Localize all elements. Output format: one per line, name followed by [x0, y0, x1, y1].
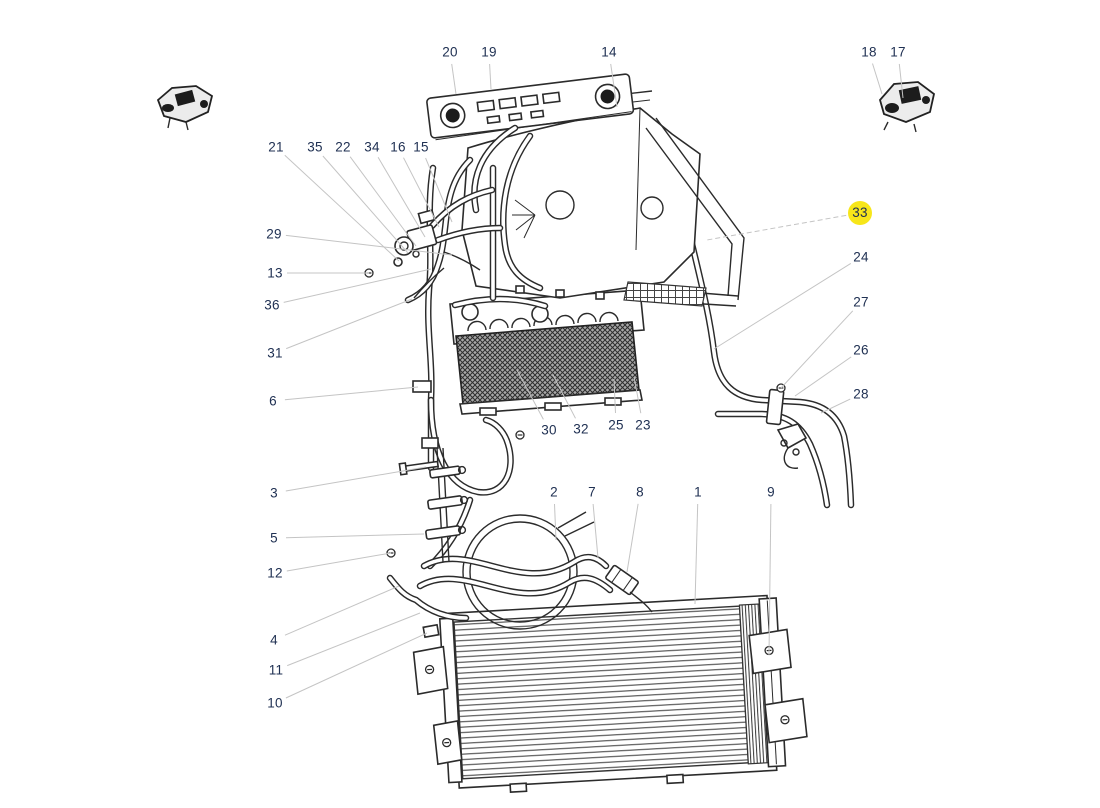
leader-line-11	[287, 612, 421, 667]
callout-24[interactable]: 24	[853, 249, 869, 265]
callout-21[interactable]: 21	[268, 139, 284, 155]
heater-core-assembly	[449, 289, 645, 416]
leader-line-14	[610, 63, 618, 108]
callout-33[interactable]: 33	[848, 201, 872, 225]
leader-line-1	[694, 503, 699, 605]
leader-line-35	[322, 155, 409, 254]
leader-line-26	[794, 356, 852, 397]
leader-line-8	[626, 503, 639, 573]
case-side-frame	[623, 117, 745, 307]
leader-line-28	[820, 398, 851, 414]
callout-20[interactable]: 20	[442, 44, 458, 60]
callout-34[interactable]: 34	[364, 139, 380, 155]
leader-line-34	[377, 157, 426, 238]
callout-25[interactable]: 25	[608, 417, 624, 433]
callout-22[interactable]: 22	[335, 139, 351, 155]
condenser-bracket-left-top	[412, 645, 449, 696]
leader-line-12	[286, 552, 392, 572]
callout-35[interactable]: 35	[307, 139, 323, 155]
callout-26[interactable]: 26	[853, 342, 869, 358]
callout-7[interactable]: 7	[588, 484, 596, 500]
pipe-fitting	[421, 437, 439, 449]
callout-32[interactable]: 32	[573, 421, 589, 437]
left-pipe-assembly	[398, 164, 514, 563]
callout-4[interactable]: 4	[270, 632, 278, 648]
leader-line-23	[633, 376, 642, 414]
right-pipe-assembly	[688, 240, 855, 509]
pipe-fitting	[412, 380, 432, 393]
callout-30[interactable]: 30	[541, 422, 557, 438]
callout-17[interactable]: 17	[890, 44, 906, 60]
hose-fitting	[605, 564, 639, 596]
leader-line-18	[872, 63, 883, 95]
callout-19[interactable]: 19	[481, 44, 497, 60]
leader-line-7	[592, 503, 599, 559]
leader-line-22	[349, 156, 417, 247]
leader-line-3	[285, 466, 427, 492]
callout-28[interactable]: 28	[853, 386, 869, 402]
pipe-bracket	[776, 423, 808, 469]
leader-line-16	[403, 157, 440, 228]
leader-line-19	[489, 63, 492, 90]
callout-2[interactable]: 2	[550, 484, 558, 500]
bracket-part-top-left	[156, 85, 214, 131]
leader-line-36	[283, 268, 432, 303]
condenser-bracket-left-bottom	[432, 720, 463, 766]
callout-6[interactable]: 6	[269, 393, 277, 409]
callout-3[interactable]: 3	[270, 485, 278, 501]
leader-line-27	[780, 310, 854, 389]
leader-line-17	[898, 63, 904, 99]
leader-line-20	[451, 63, 457, 95]
callout-16[interactable]: 16	[390, 139, 406, 155]
pipe-bracket-rail	[398, 447, 469, 563]
callout-18[interactable]: 18	[861, 44, 877, 60]
leader-line-31	[286, 298, 413, 350]
leader-line-4	[284, 585, 400, 636]
leader-line-10	[285, 632, 428, 699]
leader-line-30	[516, 369, 544, 420]
callout-12[interactable]: 12	[267, 565, 283, 581]
leader-line-21	[284, 154, 400, 262]
hose-ring-loop	[462, 511, 595, 630]
callout-31[interactable]: 31	[267, 345, 283, 361]
condenser-bracket-right-top	[748, 628, 792, 675]
callout-27[interactable]: 27	[853, 294, 869, 310]
condenser-drawing	[412, 594, 808, 793]
leader-line-32	[552, 374, 576, 419]
leader-line-29	[285, 234, 453, 256]
pipe-clip	[422, 623, 440, 639]
control-panel-drawing	[426, 73, 635, 141]
callout-23[interactable]: 23	[635, 417, 651, 433]
leader-line-25	[613, 378, 616, 414]
callout-9[interactable]: 9	[767, 484, 775, 500]
leader-line-6	[284, 386, 419, 401]
stud-bolt	[398, 460, 440, 476]
leader-line-15	[425, 157, 453, 223]
drain-hose-pair	[386, 496, 653, 639]
leader-line-9	[768, 503, 772, 656]
leader-line-24	[713, 262, 852, 350]
callout-5[interactable]: 5	[270, 530, 278, 546]
leader-line-2	[554, 503, 557, 541]
callout-1[interactable]: 1	[694, 484, 702, 500]
callout-10[interactable]: 10	[267, 695, 283, 711]
callout-11[interactable]: 11	[268, 662, 284, 678]
expansion-valve-cluster	[393, 124, 544, 304]
bracket-part-top-right	[879, 81, 936, 133]
condenser-bracket-right-bottom	[764, 697, 808, 744]
callout-8[interactable]: 8	[636, 484, 644, 500]
callout-14[interactable]: 14	[601, 44, 617, 60]
callout-15[interactable]: 15	[413, 139, 429, 155]
callout-36[interactable]: 36	[264, 297, 280, 313]
leader-line-5	[285, 533, 425, 539]
callout-29[interactable]: 29	[266, 226, 282, 242]
callout-13[interactable]: 13	[267, 265, 283, 281]
